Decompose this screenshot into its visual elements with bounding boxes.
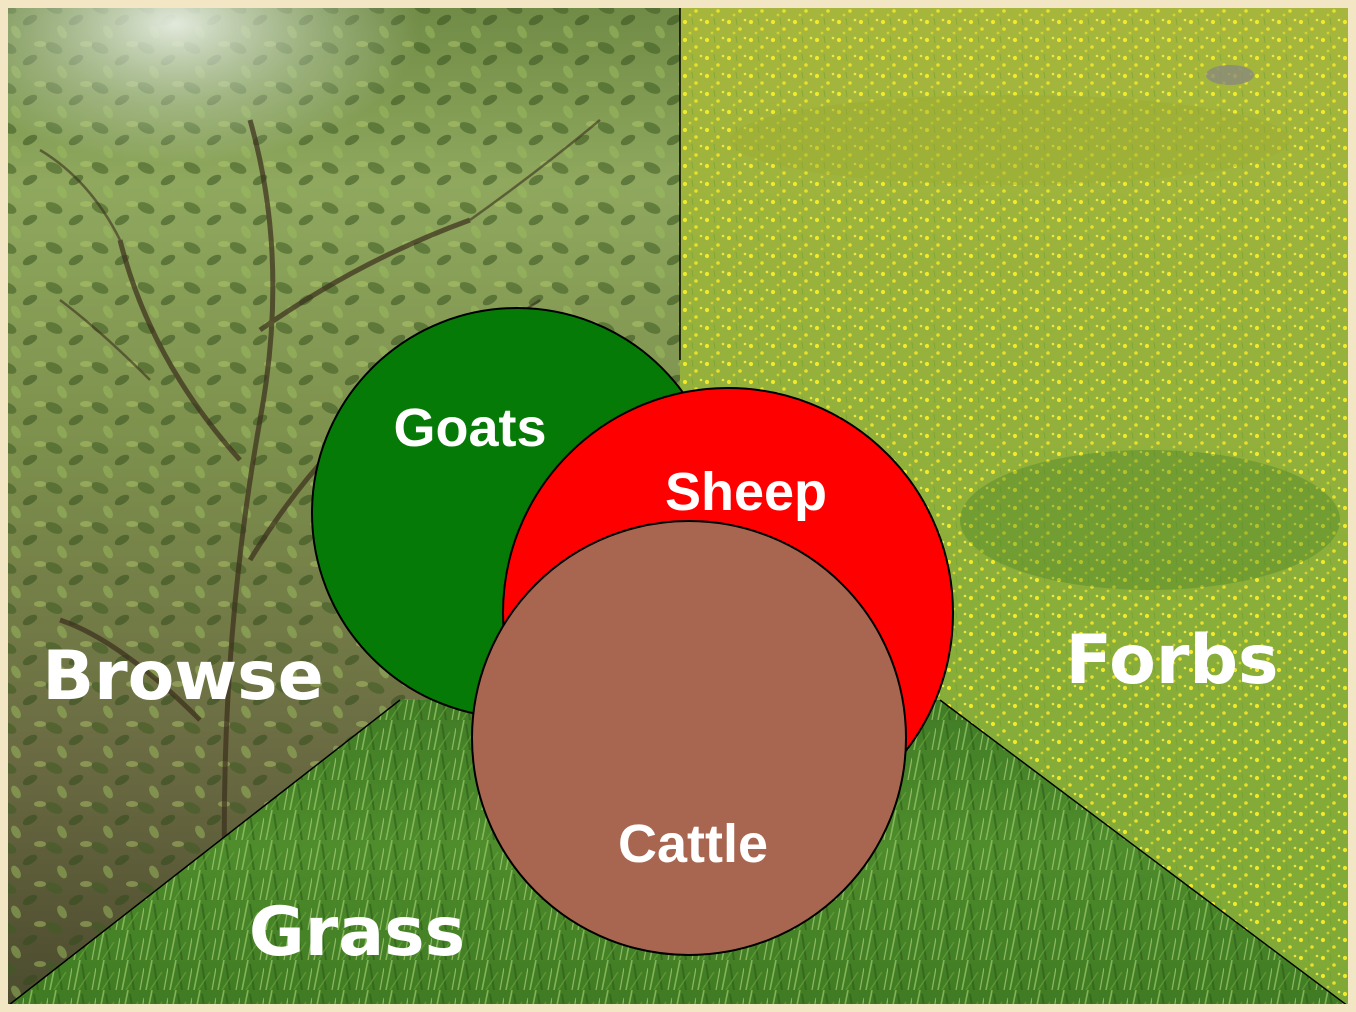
browse-label: Browse (42, 637, 324, 716)
sheep-label: Sheep (665, 462, 827, 522)
grass-label: Grass (249, 893, 465, 972)
cattle-label: Cattle (618, 814, 768, 874)
forbs-label: Forbs (1065, 621, 1278, 700)
cattle-circle (472, 521, 906, 955)
goats-label: Goats (393, 398, 546, 458)
